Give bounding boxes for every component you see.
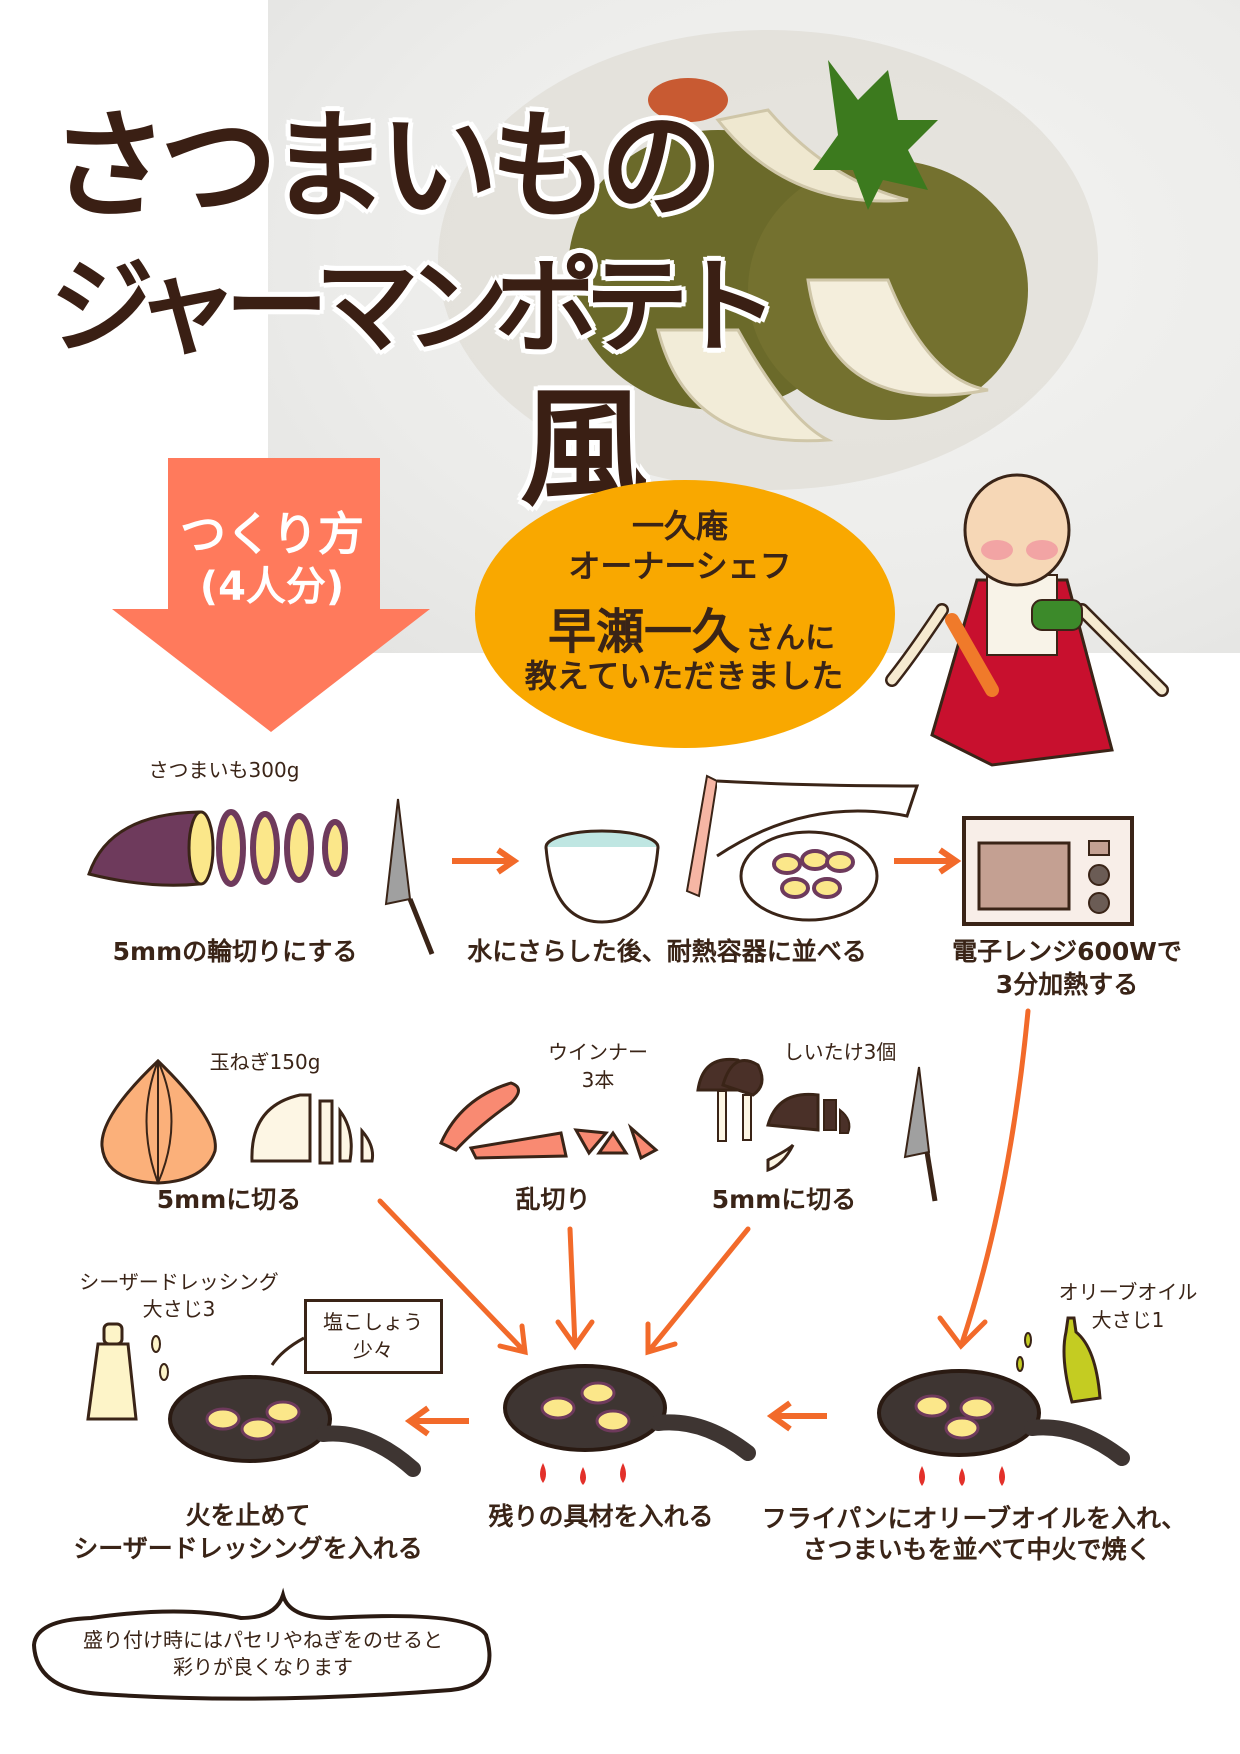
shiitake-icon xyxy=(696,1057,851,1173)
sweet-potato-icon xyxy=(87,809,348,887)
step-sausage-cut: 乱切り xyxy=(515,1185,591,1214)
method-title: つくり方 xyxy=(180,507,364,561)
chef-honorific: さんに xyxy=(745,621,836,656)
frying-pan-middle-icon xyxy=(503,1364,756,1485)
arrow-to-middle-pan xyxy=(766,1400,827,1432)
tip-line-1: 盛り付け時にはパセリやねぎをのせると xyxy=(83,1628,443,1652)
sweet-potato-amount: さつまいも300g xyxy=(148,758,300,782)
salt-pointer xyxy=(270,1336,305,1366)
chef-taught: 教えていただきました xyxy=(524,657,844,695)
salt-pepper-2: 少々 xyxy=(353,1338,393,1362)
method-arrow-shape xyxy=(112,458,430,732)
chef-name: 早瀬一久 xyxy=(548,604,741,660)
shiitake-amount: しいたけ3個 xyxy=(783,1040,897,1064)
chef-badge xyxy=(475,480,895,748)
servings: (4人分) xyxy=(199,564,345,610)
microwave-icon xyxy=(962,816,1134,926)
title-line-2: ジャーマンポテト xyxy=(50,246,779,368)
flow-arrow-icon xyxy=(894,847,962,875)
olive-amount-2: 大さじ1 xyxy=(1091,1308,1165,1332)
title-line-1: さつまいもの xyxy=(50,97,718,235)
tip-line-2: 彩りが良くなります xyxy=(173,1655,353,1679)
step-slice-potato: 5mmの輪切りにする xyxy=(112,937,358,966)
chef-character-illustration xyxy=(885,473,1169,767)
step-fry-1: フライパンにオリーブオイルを入れ、 xyxy=(761,1504,1187,1533)
water-bowl-icon xyxy=(544,829,660,924)
step-microwave-2: 3分加熱する xyxy=(995,970,1139,999)
sausage-icon xyxy=(439,1081,659,1161)
restaurant-name: 一久庵 xyxy=(631,507,729,545)
chef-role: オーナーシェフ xyxy=(568,547,792,585)
wrap-and-plate-icon xyxy=(685,774,920,922)
step-finish-1: 火を止めて xyxy=(185,1501,311,1530)
dressing-bottle-icon xyxy=(86,1322,169,1421)
step-add-rest: 残りの具材を入れる xyxy=(488,1502,714,1531)
salt-pepper-1: 塩こしょう xyxy=(323,1310,423,1334)
step-shiitake-cut: 5mmに切る xyxy=(711,1185,857,1214)
frying-pan-right-icon xyxy=(877,1369,1130,1486)
frying-pan-left-icon xyxy=(168,1375,421,1477)
dish-photo xyxy=(268,0,1240,653)
step-onion-cut: 5mmに切る xyxy=(156,1185,302,1214)
step-finish-2: シーザードレッシングを入れる xyxy=(73,1534,423,1563)
step-soak-arrange: 水にさらした後、耐熱容器に並べる xyxy=(467,937,867,966)
tip-bubble xyxy=(31,1587,492,1701)
dressing-amount-1: シーザードレッシング xyxy=(79,1270,279,1294)
arrow-microwave-to-fry xyxy=(937,1008,1031,1350)
olive-amount-1: オリーブオイル xyxy=(1058,1280,1198,1304)
arrow-shiitake-to-pan xyxy=(645,1226,751,1356)
knife-icon xyxy=(384,798,435,955)
arrow-onion-to-pan xyxy=(377,1198,528,1356)
dish-illustration xyxy=(438,30,1098,490)
flow-arrow-icon xyxy=(452,847,520,875)
step-fry-2: さつまいもを並べて中火で焼く xyxy=(802,1535,1152,1564)
sausage-amount-2: 3本 xyxy=(581,1068,615,1092)
onion-icon xyxy=(100,1058,374,1185)
salt-pepper-box xyxy=(304,1299,443,1374)
step-microwave-1: 電子レンジ600Wで xyxy=(952,937,1182,966)
knife-icon xyxy=(903,1066,938,1202)
sausage-amount-1: ウインナー xyxy=(548,1040,648,1064)
arrow-to-left-pan xyxy=(404,1405,469,1437)
dressing-amount-2: 大さじ3 xyxy=(142,1297,216,1321)
chef-name-line: 早瀬一久 さんに xyxy=(548,592,835,662)
olive-oil-bottle-icon xyxy=(1016,1316,1102,1404)
arrow-sausage-to-pan xyxy=(555,1226,595,1351)
onion-amount: 玉ねぎ150g xyxy=(209,1050,321,1074)
